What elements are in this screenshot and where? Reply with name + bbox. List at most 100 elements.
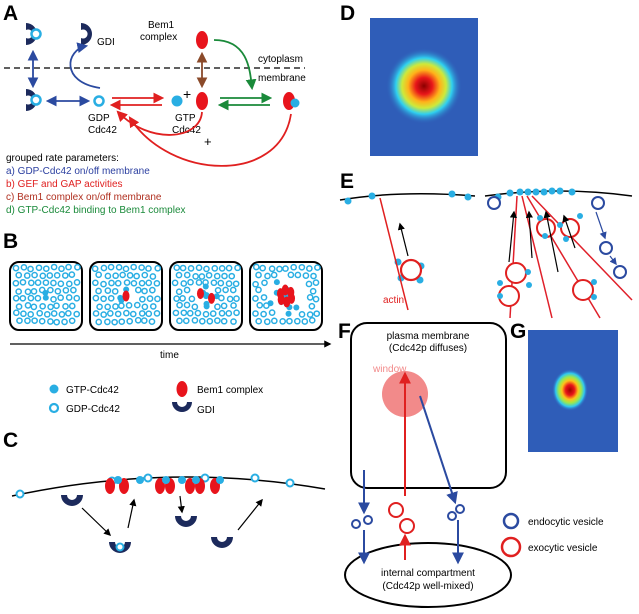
gdp-cdc42-dot [279, 318, 287, 325]
gdp-cdc42-dot [225, 280, 233, 287]
gdp-cdc42-dot [176, 301, 183, 309]
bem1-dot [287, 286, 295, 298]
gdp-cdc42-dot [187, 264, 195, 272]
c-gdi [61, 495, 83, 506]
gdp-cdc42-dot [192, 272, 199, 280]
gdp-cdc42-dot [43, 310, 51, 318]
gdp-cdc42-dot [112, 303, 119, 310]
gdp-cdc42-dot [12, 264, 20, 272]
gdp-cdc42-dot [214, 303, 221, 311]
gdp-cdc42-dot [30, 303, 38, 311]
gtp-cdc42-symbol [171, 95, 183, 107]
gdp-cdc42-dot [20, 263, 28, 271]
heatmap-d-peak [386, 48, 462, 124]
gdp-cdc42-dot [62, 286, 70, 294]
gdi-gdp-complex-membrane [26, 89, 42, 111]
c-gdp-cdc42 [143, 473, 153, 483]
panel-a: A cytoplasm membrane GDI GDP Cdc42 [3, 2, 306, 216]
gtp-cdc42-dot [42, 289, 49, 296]
gdp-cdc42-dot [226, 295, 234, 303]
gdp-cdc42-dot [268, 309, 276, 316]
e-transport-arrow [609, 255, 617, 266]
gdp-cdc42-dot [16, 317, 23, 325]
gdp-cdc42-dot [95, 318, 103, 326]
gdp-cdc42-dot [183, 301, 191, 309]
gdp-cdc42-dot [270, 317, 278, 325]
gdp-cdc42-dot [58, 310, 66, 318]
gdp-cdc42-dot [255, 317, 263, 325]
c-arrow-deliver [127, 498, 137, 529]
gdp-cdc42-dot [306, 311, 314, 318]
gtp-cdc42-dot [293, 304, 300, 311]
gdp-cdc42-dot [286, 317, 293, 325]
gdp-cdc42-dot [186, 309, 194, 317]
f-endo-vesicle-4 [455, 504, 465, 514]
e-endocytic-vesicle [599, 241, 613, 255]
param-item: d) GTP-Cdc42 binding to Bem1 complex [6, 205, 186, 216]
gdp-cdc42-dot [92, 279, 99, 287]
gdp-cdc42-dot [92, 294, 100, 302]
gdi-gdp-complex-top [26, 23, 42, 45]
gtp-cdc42-dot [117, 294, 124, 301]
gdp-cdc42-dot [232, 280, 240, 288]
e-gtp-cdc42 [368, 192, 376, 200]
legend: GTP-Cdc42 GDP-Cdc42 Bem1 complex GDI [48, 381, 263, 416]
panel-d: D [340, 2, 478, 156]
gdp-cdc42-dot [38, 317, 46, 325]
gdp-cdc42-dot [210, 279, 218, 287]
gdp-cdc42-dot [111, 318, 118, 326]
gdp-cdc42-dot [112, 272, 119, 280]
gdp-cdc42-dot [68, 317, 76, 325]
c-gtp-cdc42 [216, 476, 224, 484]
gdp-cdc42-dot [222, 286, 229, 294]
gdp-cdc42-dot [195, 279, 203, 286]
bem1-dot [283, 296, 291, 308]
gdp-cdc42-dot [191, 303, 199, 311]
gdp-cdc42-dot [100, 264, 108, 272]
gdp-cdc42-dot [173, 295, 180, 302]
gdp-cdc42-dot [106, 309, 114, 317]
e-transport-arrow [508, 210, 518, 263]
gdp-cdc42-dot [172, 309, 180, 317]
e-gtp-cdc42 [497, 293, 503, 299]
gdp-cdc42-dot [198, 273, 206, 280]
gdp-cdc42-dot [312, 295, 320, 303]
gdp-cdc42-dot [70, 286, 77, 294]
gdp-cdc42-dot [176, 317, 183, 325]
gdp-cdc42-dot [293, 317, 301, 325]
gdp-cdc42-dot [92, 310, 100, 317]
gdp-cdc42-dot [138, 279, 146, 287]
gdp-cdc42-dot [188, 295, 196, 303]
legend-gtp-label: GTP-Cdc42 [66, 385, 119, 396]
gdp-cdc42-dot [27, 265, 34, 273]
gdp-cdc42-dot [50, 279, 57, 287]
gdp-cdc42-dot [154, 295, 161, 303]
gdp-cdc42-dot [31, 317, 38, 325]
e-gtp-cdc42 [526, 282, 532, 288]
gdp-cdc42-dot [153, 310, 161, 317]
gdp-cdc42-dot [118, 318, 126, 326]
gdp-cdc42-dot [15, 303, 23, 310]
gdp-cdc42-dot [73, 310, 81, 318]
gdp-cdc42-dot [12, 309, 20, 317]
e-gtp-cdc42 [557, 222, 563, 228]
gdp-cdc42-dot [130, 263, 138, 271]
gdp-cdc42-dot [233, 295, 240, 303]
gdp-cdc42-dot [225, 264, 233, 272]
gdp-cdc42-dot [187, 278, 194, 286]
gdp-cdc42-dot [298, 263, 306, 271]
gtp-cdc42-dot [273, 279, 280, 286]
gdp-cdc42-dot [314, 264, 321, 271]
gdp-cdc42-dot [175, 288, 183, 296]
gtp-cdc42-dot [213, 293, 220, 300]
gdp-cdc42-dot [12, 279, 20, 287]
bem1-dot [208, 292, 216, 304]
gdp-cdc42-dot [213, 272, 221, 280]
gdp-cdc42-dot [126, 317, 134, 325]
e-endocytic-vesicle [487, 196, 501, 210]
actin-cable-left [379, 197, 409, 311]
gdp-cdc42-dot [95, 287, 102, 295]
gdp-cdc42-dot [57, 294, 64, 302]
legend-gdi-symbol [172, 402, 192, 412]
e-exocytic-vesicle [572, 279, 594, 301]
